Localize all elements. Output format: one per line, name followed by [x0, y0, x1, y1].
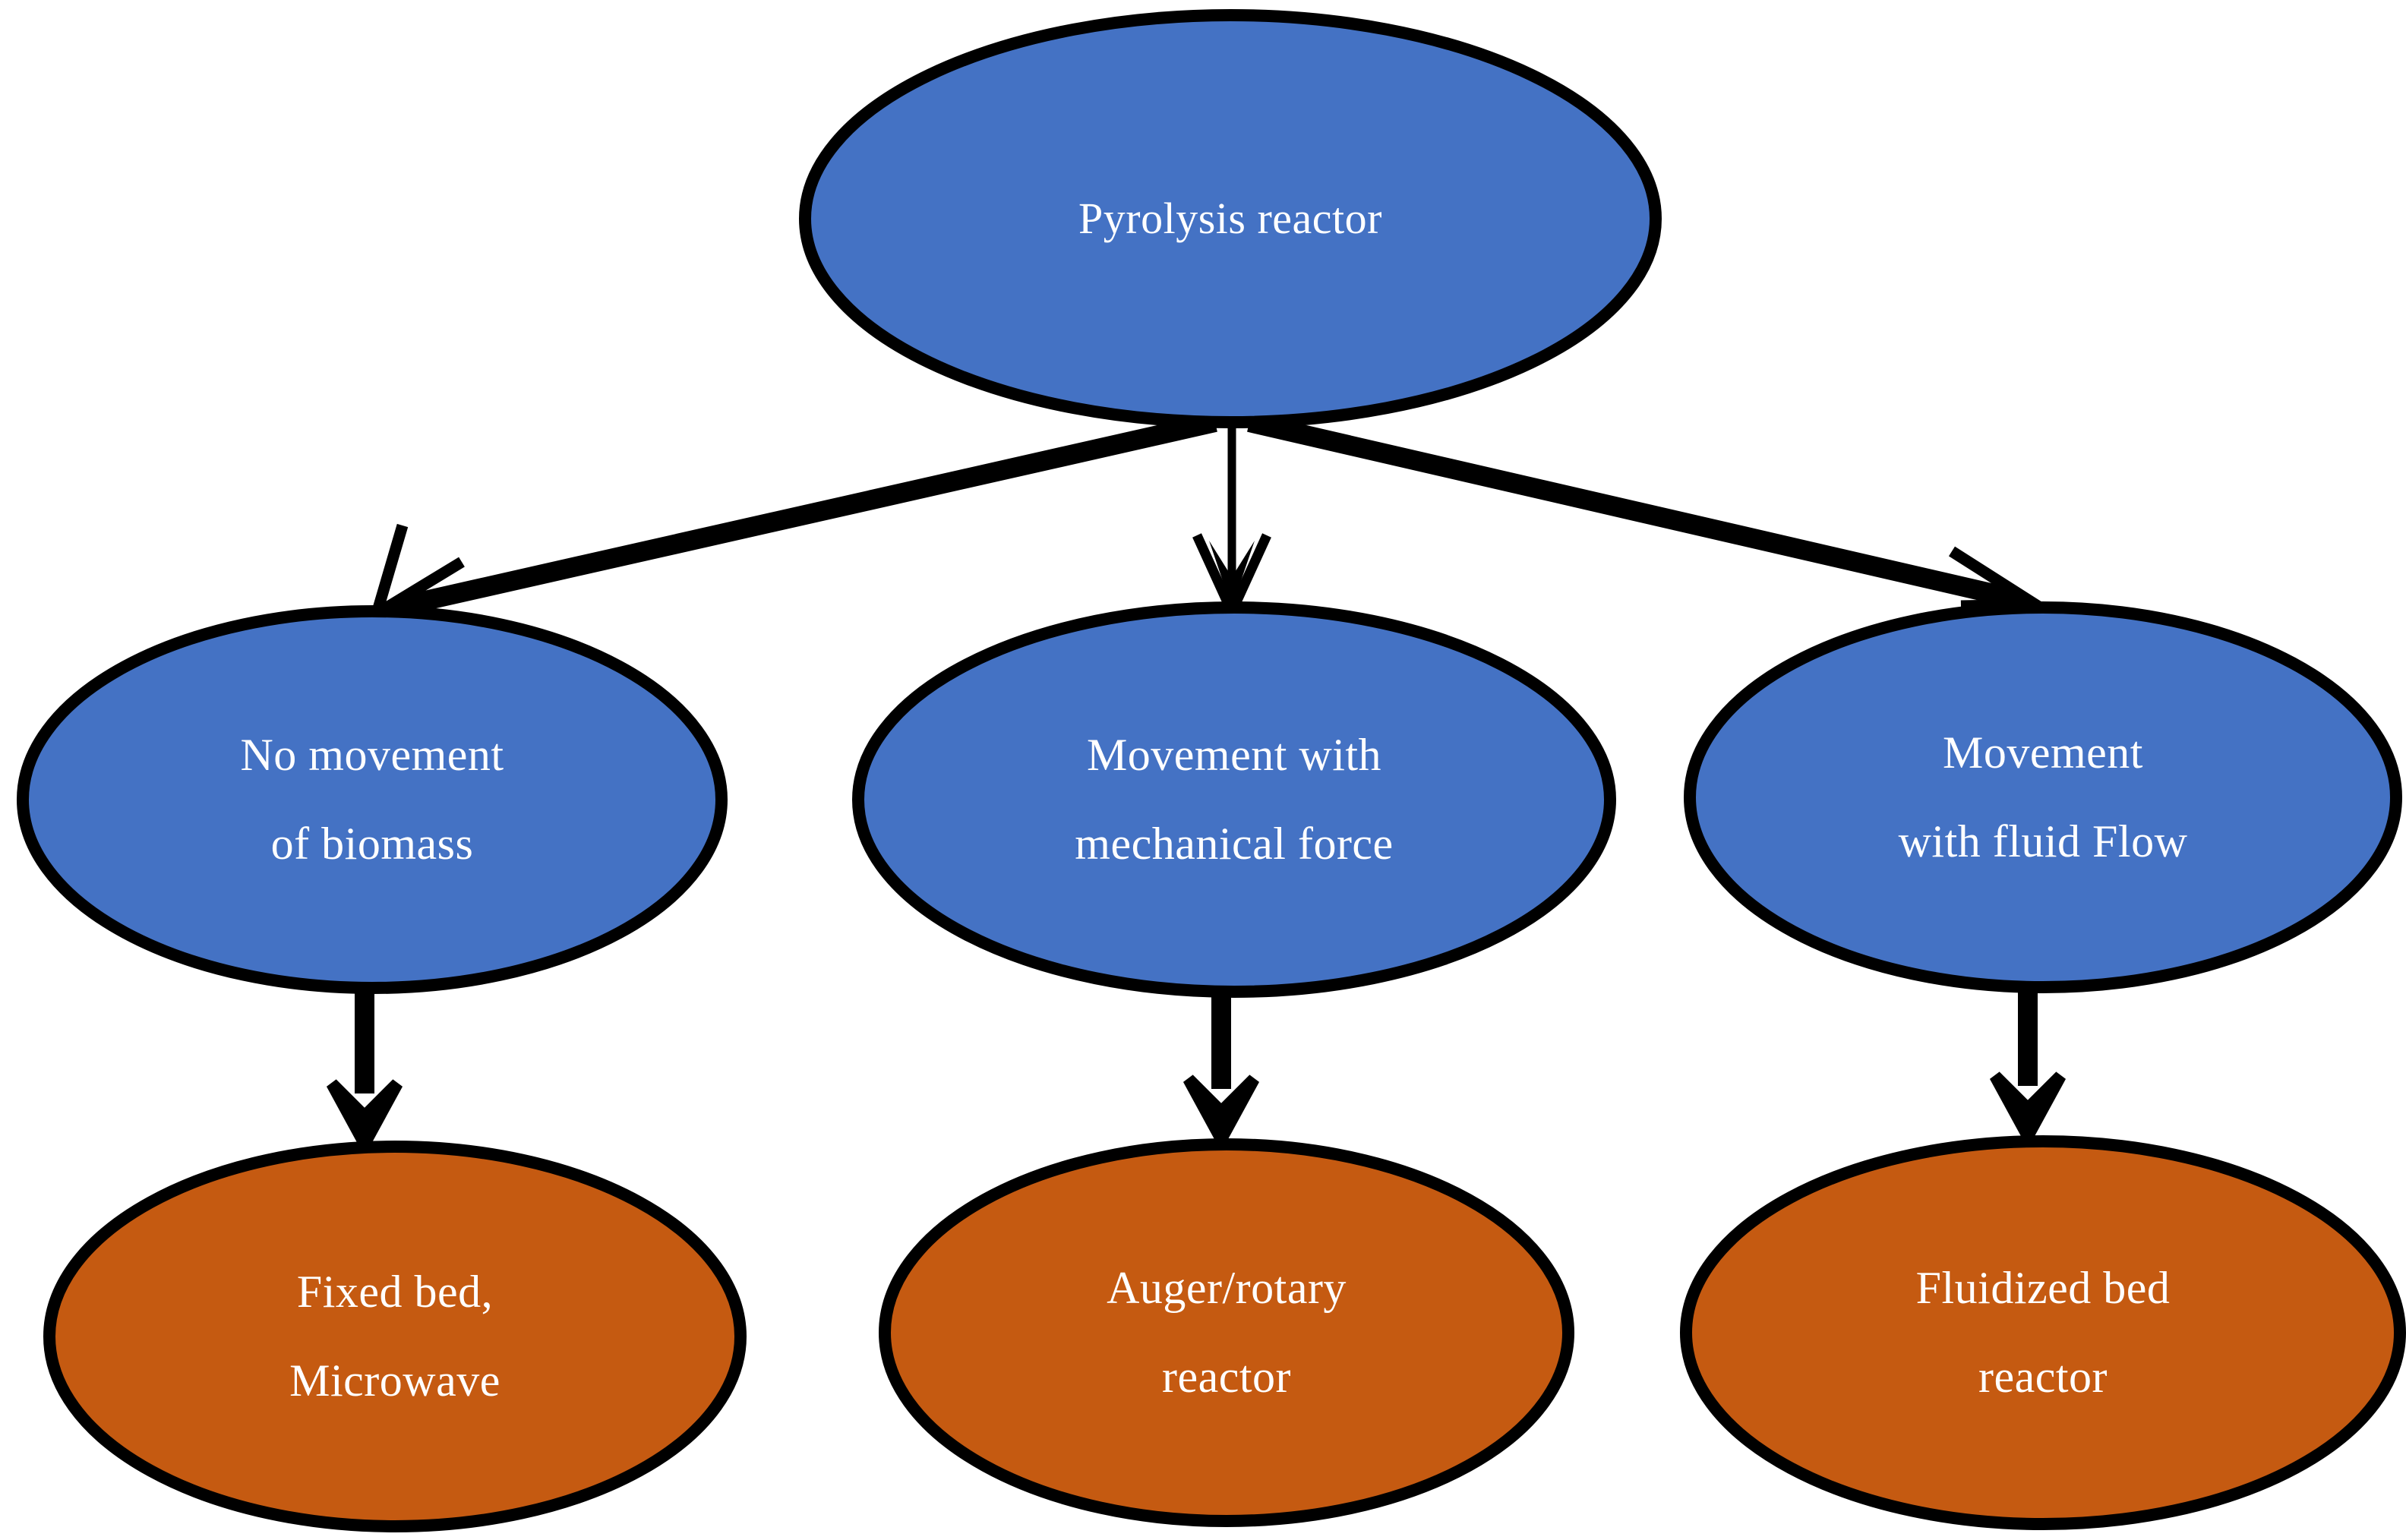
- edge-mechanical-to-auger: [1182, 987, 1260, 1152]
- edge-fluid-to-fluidized: [1989, 984, 2067, 1149]
- node-movement-with-fluid-flow[interactable]: [1684, 601, 2402, 993]
- node-movement-with-mechanical-force[interactable]: [852, 601, 1616, 998]
- node-fluidized-bed-reactor[interactable]: [1680, 1135, 2406, 1530]
- node-fixed-bed-microwave[interactable]: [43, 1141, 747, 1532]
- node-no-movement-of-biomass[interactable]: [17, 605, 728, 994]
- edge-root-to-no-movement: [367, 412, 1217, 626]
- edge-root-to-mechanical: [1192, 422, 1271, 624]
- edge-root-to-fluid: [1247, 412, 2054, 612]
- edge-no-movement-to-fixed-bed: [326, 987, 403, 1157]
- node-pyrolysis-reactor[interactable]: [799, 9, 1662, 428]
- node-auger-rotary-reactor[interactable]: [879, 1138, 1574, 1527]
